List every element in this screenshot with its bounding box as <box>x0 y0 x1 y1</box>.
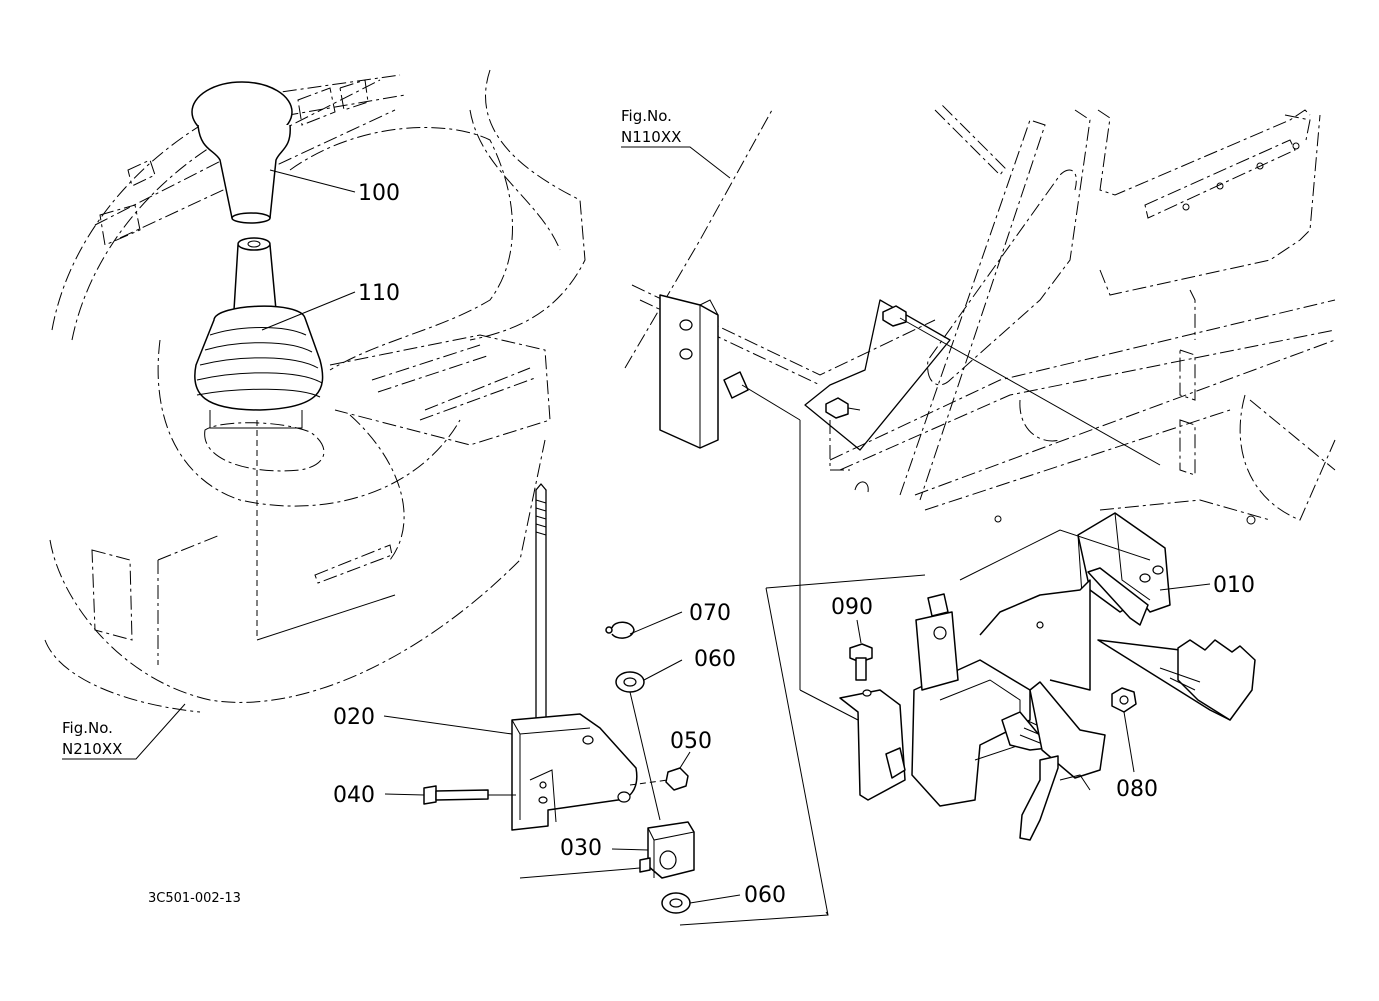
part-label-060-lower: 060 <box>744 883 786 908</box>
part-label-080: 080 <box>1116 777 1158 802</box>
part-label-040: 040 <box>333 783 375 808</box>
bracket-part-010 <box>839 512 1256 841</box>
frame-background <box>624 102 1336 525</box>
nut-part-080 <box>1111 687 1137 713</box>
stud-bracket <box>804 299 1161 493</box>
fig-ref-line2: N110XX <box>621 128 681 146</box>
assembly-outline <box>679 574 926 926</box>
washer-part-060-lower <box>661 892 691 914</box>
fig-ref-line2: N210XX <box>62 740 122 758</box>
boot-part-110 <box>194 237 324 429</box>
part-label-110: 110 <box>358 281 400 306</box>
part-label-030: 030 <box>560 836 602 861</box>
part-label-020: 020 <box>333 705 375 730</box>
nut-part-050 <box>629 767 689 791</box>
part-label-050: 050 <box>670 729 712 754</box>
part-label-100: 100 <box>358 181 400 206</box>
bolt-part-090 <box>849 643 873 681</box>
lever-shaft <box>535 483 547 731</box>
part-labels: 100 110 010 070 060 090 020 050 040 080 … <box>333 181 1255 908</box>
clip-part-070 <box>605 621 635 639</box>
part-label-090: 090 <box>831 595 873 620</box>
leader-lines <box>261 169 1211 904</box>
bolt-part-040 <box>423 785 516 805</box>
fig-ref-line1: Fig.No. <box>62 719 113 737</box>
figure-ref-n210xx: Fig.No. N210XX <box>62 703 186 760</box>
console-background <box>44 69 586 713</box>
joint-block-part-030 <box>519 821 695 879</box>
fig-ref-line1: Fig.No. <box>621 107 672 125</box>
mounting-plate <box>659 294 859 721</box>
knob-part-100 <box>191 81 293 224</box>
lever-base-part-020 <box>511 713 638 831</box>
document-id: 3C501-002-13 <box>148 891 241 906</box>
part-label-010: 010 <box>1213 573 1255 598</box>
figure-ref-n110xx: Fig.No. N110XX <box>621 107 731 179</box>
washer-part-060-upper <box>615 671 645 693</box>
part-label-060-upper: 060 <box>694 647 736 672</box>
part-label-070: 070 <box>689 601 731 626</box>
assembly-line-060 <box>629 691 661 821</box>
center-axis-lead <box>256 594 396 641</box>
